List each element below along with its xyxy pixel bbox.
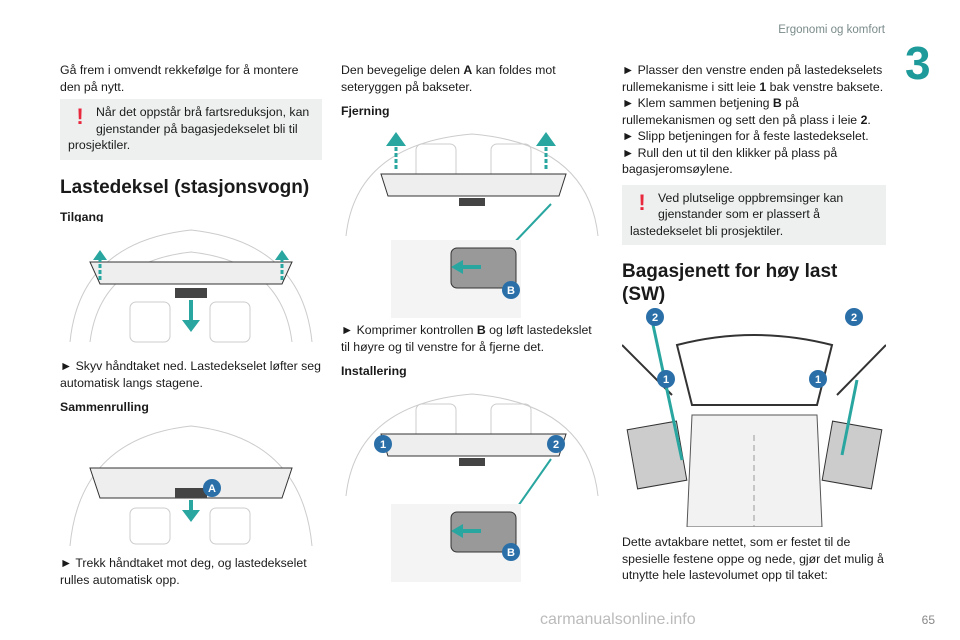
step: ► Slipp betjeningen for å feste lastedek…: [622, 129, 869, 143]
figure-removal: B: [341, 124, 603, 320]
paragraph: Dette avtakbare nettet, som er festet ti…: [622, 535, 884, 582]
label-a: A: [208, 483, 216, 495]
warning-box: ! Ved plutselige oppbremsinger kan gjens…: [622, 184, 886, 245]
subheading-access: Tilgang: [60, 209, 104, 224]
subheading-removal: Fjerning: [341, 104, 390, 118]
section-heading: Lastedeksel (stasjonsvogn): [60, 176, 310, 198]
warning-box: ! Når det oppstår brå fartsreduksjon, ka…: [60, 99, 322, 160]
page-number: 65: [921, 613, 935, 627]
paragraph: Gå frem i omvendt rekkefølge for å monte…: [60, 63, 299, 94]
label-1: 1: [380, 439, 386, 451]
label-2: 2: [553, 439, 559, 451]
figure-cover-access: [60, 222, 322, 354]
section-title: Ergonomi og komfort: [778, 24, 885, 36]
step: ► Plasser den venstre enden på lastedeks…: [622, 63, 884, 94]
warning-text: Når det oppstår brå fartsreduksjon, kan …: [68, 105, 310, 152]
paragraph: Den bevegelige delen A kan foldes mot se…: [341, 63, 556, 94]
label-2: 2: [652, 312, 658, 324]
instruction: ► Skyv håndtaket ned. Lastedekselet løft…: [60, 359, 321, 390]
instruction: ► Trekk håndtaket mot deg, og lastedekse…: [60, 556, 307, 587]
figure-install: 1 2 B: [341, 384, 603, 582]
column-1: Gå frem i omvendt rekkefølge for å monte…: [60, 62, 322, 225]
label-1: 1: [815, 374, 821, 386]
section-heading: Bagasjenett for høy last (SW): [622, 261, 838, 305]
watermark: carmanualsonline.info: [540, 611, 696, 628]
step: ► Klem sammen betjening B på rullemekani…: [622, 96, 871, 127]
instruction: ► Komprimer kontrollen B og løft lastede…: [341, 323, 592, 354]
step: ► Rull den ut til den klikker på plass p…: [622, 145, 838, 177]
chapter-number: 3: [905, 37, 931, 89]
figure-luggage-net: 2 2 1 1: [622, 305, 886, 527]
figure-cover-rollup: A: [60, 418, 322, 548]
label-2: 2: [851, 312, 857, 324]
warning-icon: !: [76, 104, 84, 129]
label-b: B: [507, 547, 515, 559]
label-1: 1: [663, 374, 669, 386]
column-3: ► Plasser den venstre enden på lastedeks…: [622, 62, 886, 306]
warning-text: Ved plutselige oppbremsinger kan gjensta…: [630, 190, 844, 238]
warning-icon: !: [638, 189, 646, 215]
subheading-install: Installering: [341, 364, 407, 378]
subheading-rollup: Sammenrulling: [60, 400, 149, 414]
label-b: B: [507, 285, 515, 297]
